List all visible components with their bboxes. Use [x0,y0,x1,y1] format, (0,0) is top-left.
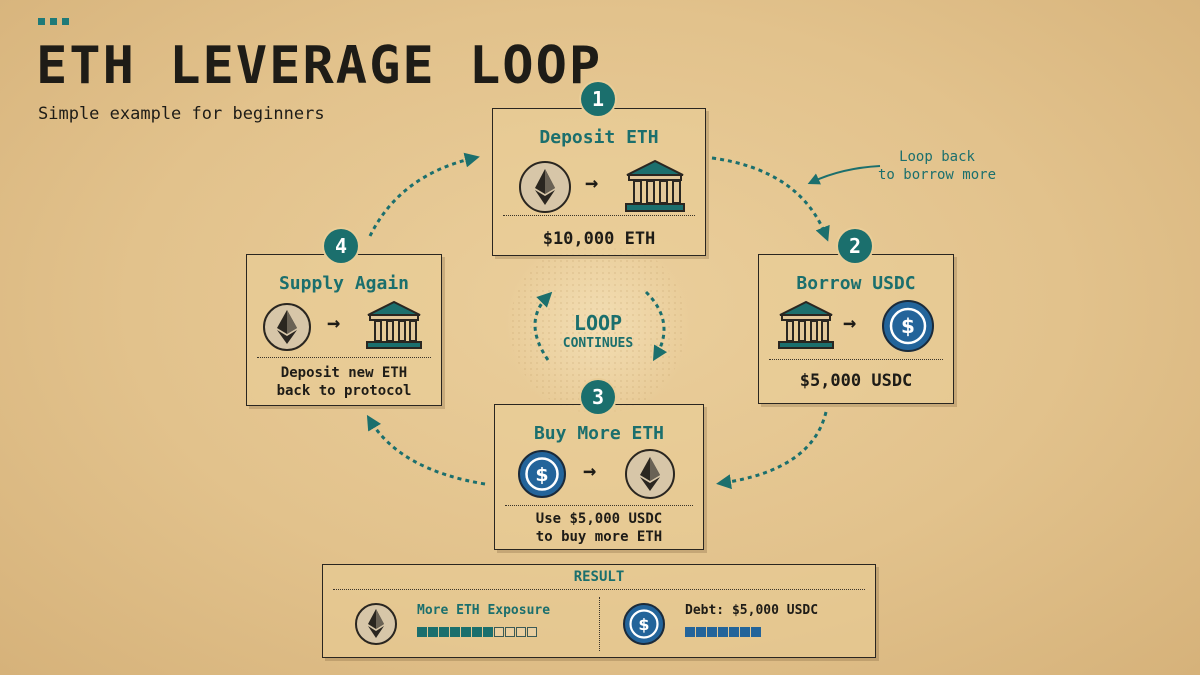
loop-label: LOOP [573,311,623,335]
arrow-3-to-4 [366,414,486,486]
step-amount: $10,000 ETH [542,229,656,249]
bar-segment-empty [494,627,504,637]
step-card-buy-more-eth: Buy More ETH $ → Use $5,000 USDC to buy … [494,404,704,550]
page-title: ETH LEVERAGE LOOP [36,36,603,96]
bar-segment-filled [439,627,449,637]
result-title: RESULT [573,569,625,585]
bar-segment-empty [505,627,515,637]
bar-segment-filled [461,627,471,637]
step-description-line: back to protocol [276,382,412,399]
center-arrow-left [533,291,553,361]
usdc-coin-icon: $ [882,300,934,352]
continues-label: CONTINUES [562,336,634,351]
bar-segment-filled [483,627,493,637]
eth-exposure-label: More ETH Exposure [417,603,551,618]
step-badge-1: 1 [581,82,615,116]
step-title: Buy More ETH [533,423,665,444]
card-divider [503,215,695,216]
step-amount: $5,000 USDC [799,371,913,391]
eth-coin-icon [625,449,675,499]
result-divider [333,589,865,590]
step-description: Deposit new ETH back to protocol [247,365,441,400]
svg-text:$: $ [535,464,548,486]
debt-label: Debt: $5,000 USDC [685,603,819,618]
step-card-deposit-eth: Deposit ETH → $10,000 ETH [492,108,706,256]
bar-segment-filled [472,627,482,637]
step-badge-2: 2 [838,229,872,263]
bar-segment-filled [696,627,706,637]
result-panel: RESULT More ETH Exposure $ Debt: $5,000 … [322,564,876,658]
bar-segment-filled [450,627,460,637]
step-badge-3: 3 [581,380,615,414]
bar-segment-filled [428,627,438,637]
arrow-2-to-3 [716,411,828,490]
bar-segment-empty [516,627,526,637]
step-title: Deposit ETH [539,127,659,148]
flow-arrow: → [583,459,597,484]
arrow-4-to-1 [368,152,480,237]
flow-arrow: → [843,311,857,336]
eth-coin-icon [263,303,311,351]
eth-coin-icon [355,603,397,645]
page-subtitle: Simple example for beginners [38,104,325,124]
card-divider [769,359,943,360]
step-description-line: Use $5,000 USDC [535,511,663,527]
bar-segment-empty [527,627,537,637]
step-card-supply-again: Supply Again → Deposit new ETH back to p… [246,254,442,406]
eth-exposure-bar [417,627,537,637]
flow-arrow: → [585,171,599,196]
loop-back-note: Loop back to borrow more [878,149,996,184]
usdc-coin-icon: $ [623,603,665,645]
step-description-line: to buy more ETH [535,528,663,545]
bank-icon [625,159,685,212]
usdc-coin-icon: $ [518,450,566,498]
bar-segment-filled [740,627,750,637]
bank-icon [778,300,834,349]
bar-segment-filled [729,627,739,637]
bar-segment-filled [751,627,761,637]
bank-icon [366,300,422,349]
step-description: Use $5,000 USDC to buy more ETH [495,511,703,546]
step-description-line: Deposit new ETH [280,365,408,381]
svg-text:$: $ [901,314,915,338]
step-title: Supply Again [278,273,410,294]
step-badge-4: 4 [324,229,358,263]
card-divider [505,505,693,506]
flow-arrow: → [327,311,341,336]
svg-text:$: $ [638,615,649,634]
note-line: Loop back [899,149,975,165]
result-separator [599,597,600,651]
bar-segment-filled [707,627,717,637]
step-title: Borrow USDC [796,273,916,294]
bar-segment-filled [417,627,427,637]
note-arrow [807,165,881,185]
title-decoration [38,18,69,25]
bar-segment-filled [718,627,728,637]
debt-bar [685,627,761,637]
eth-coin-icon [519,161,571,213]
bar-segment-filled [685,627,695,637]
note-line: to borrow more [878,166,997,183]
card-divider [257,357,431,358]
arrow-1-to-2 [711,156,830,242]
step-card-borrow-usdc: Borrow USDC → $ $5,000 USDC [758,254,954,404]
